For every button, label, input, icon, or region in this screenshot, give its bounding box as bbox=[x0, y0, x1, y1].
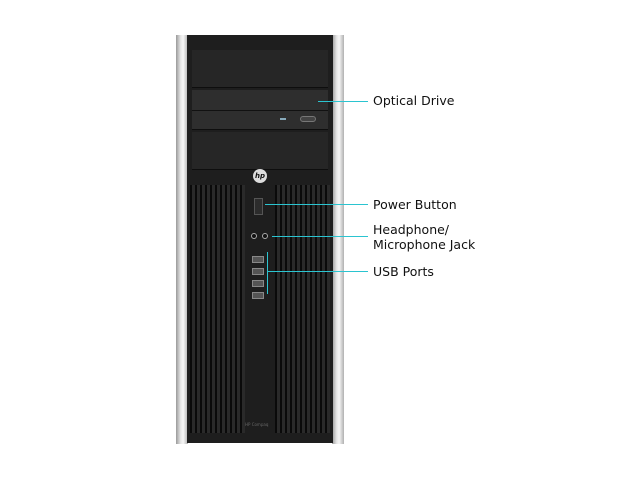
power-button-label: Power Button bbox=[373, 197, 457, 212]
usb-port bbox=[252, 256, 264, 263]
optical-drive-label: Optical Drive bbox=[373, 93, 455, 108]
brand-text: HP Compaq bbox=[245, 422, 269, 427]
drive-bay-bottom bbox=[192, 132, 328, 170]
drive-led bbox=[280, 118, 286, 120]
usb-port bbox=[252, 268, 264, 275]
optical-drive bbox=[192, 90, 328, 130]
usb-port bbox=[252, 292, 264, 299]
computer-tower: hp HP Compaq bbox=[176, 35, 344, 444]
power-button-leader bbox=[265, 204, 368, 205]
hp-logo: hp bbox=[253, 169, 267, 183]
usb-ports-label: USB Ports bbox=[373, 264, 434, 279]
left-side-panel bbox=[176, 35, 188, 444]
optical-drive-leader bbox=[318, 101, 368, 102]
eject-button bbox=[300, 116, 316, 122]
usb-leader bbox=[267, 271, 368, 272]
headphone-jack bbox=[251, 233, 257, 239]
usb-bracket bbox=[267, 252, 268, 294]
front-panel: hp HP Compaq bbox=[187, 35, 333, 443]
jack-label-line2: Microphone Jack bbox=[373, 237, 476, 252]
usb-port bbox=[252, 280, 264, 287]
jack-label-line1: Headphone/ bbox=[373, 222, 450, 237]
right-side-panel bbox=[332, 35, 344, 444]
drive-bay-top bbox=[192, 50, 328, 88]
jack-leader bbox=[272, 236, 368, 237]
microphone-jack bbox=[262, 233, 268, 239]
power-button bbox=[254, 198, 263, 215]
right-vents bbox=[275, 185, 330, 433]
left-vents bbox=[190, 185, 245, 433]
